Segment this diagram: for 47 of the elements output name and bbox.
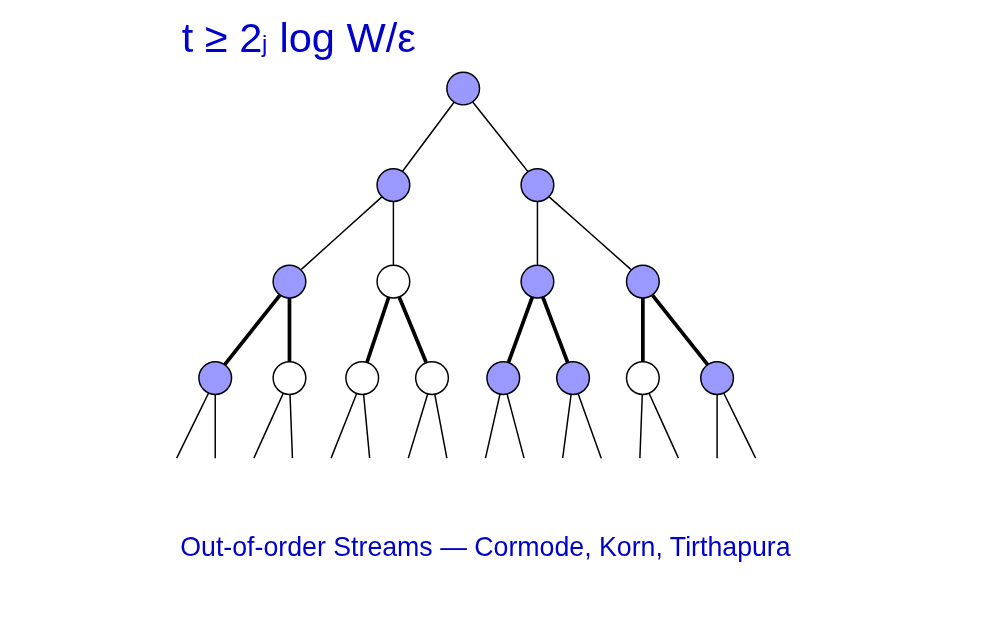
connector	[640, 298, 645, 362]
diagram-title: t ≥ 2j log W/ε	[181, 14, 416, 62]
node-circle	[375, 264, 410, 299]
connector	[505, 393, 525, 459]
connector	[650, 294, 709, 366]
connector	[722, 392, 756, 459]
connector	[547, 196, 632, 271]
node-circle	[699, 361, 734, 396]
node-circle	[344, 361, 379, 396]
connector	[214, 394, 216, 459]
connector	[364, 296, 390, 363]
node-circle	[625, 361, 660, 396]
connector	[536, 200, 538, 266]
node-circle	[485, 361, 520, 396]
connector	[288, 394, 293, 459]
connector	[561, 394, 572, 459]
node-circle	[271, 361, 307, 396]
connector	[407, 393, 428, 459]
connector	[175, 392, 209, 459]
connector	[397, 296, 428, 363]
connector	[638, 394, 643, 459]
connector	[433, 394, 448, 459]
connector	[392, 200, 394, 266]
node-circle	[414, 361, 449, 396]
connector	[222, 294, 281, 366]
connector	[715, 394, 718, 459]
connector	[252, 392, 284, 459]
connector	[401, 101, 455, 172]
connector	[647, 392, 679, 459]
node-circle	[375, 168, 410, 203]
connector	[471, 101, 529, 173]
connector	[540, 296, 569, 363]
connector	[506, 296, 534, 363]
connector	[287, 298, 291, 362]
node-circle	[625, 264, 660, 299]
node-circle	[197, 361, 232, 396]
node-circle	[445, 71, 480, 106]
node-circle	[555, 361, 590, 396]
node-circle	[271, 264, 307, 299]
connector	[329, 393, 357, 459]
connector	[300, 196, 383, 271]
node-circle	[519, 168, 554, 203]
caption: Out-of-order Streams — Cormode, Korn, Tirthapura	[179, 532, 791, 563]
connector	[577, 393, 602, 459]
connector	[484, 394, 501, 459]
connector	[362, 394, 370, 459]
node-circle	[519, 264, 554, 299]
